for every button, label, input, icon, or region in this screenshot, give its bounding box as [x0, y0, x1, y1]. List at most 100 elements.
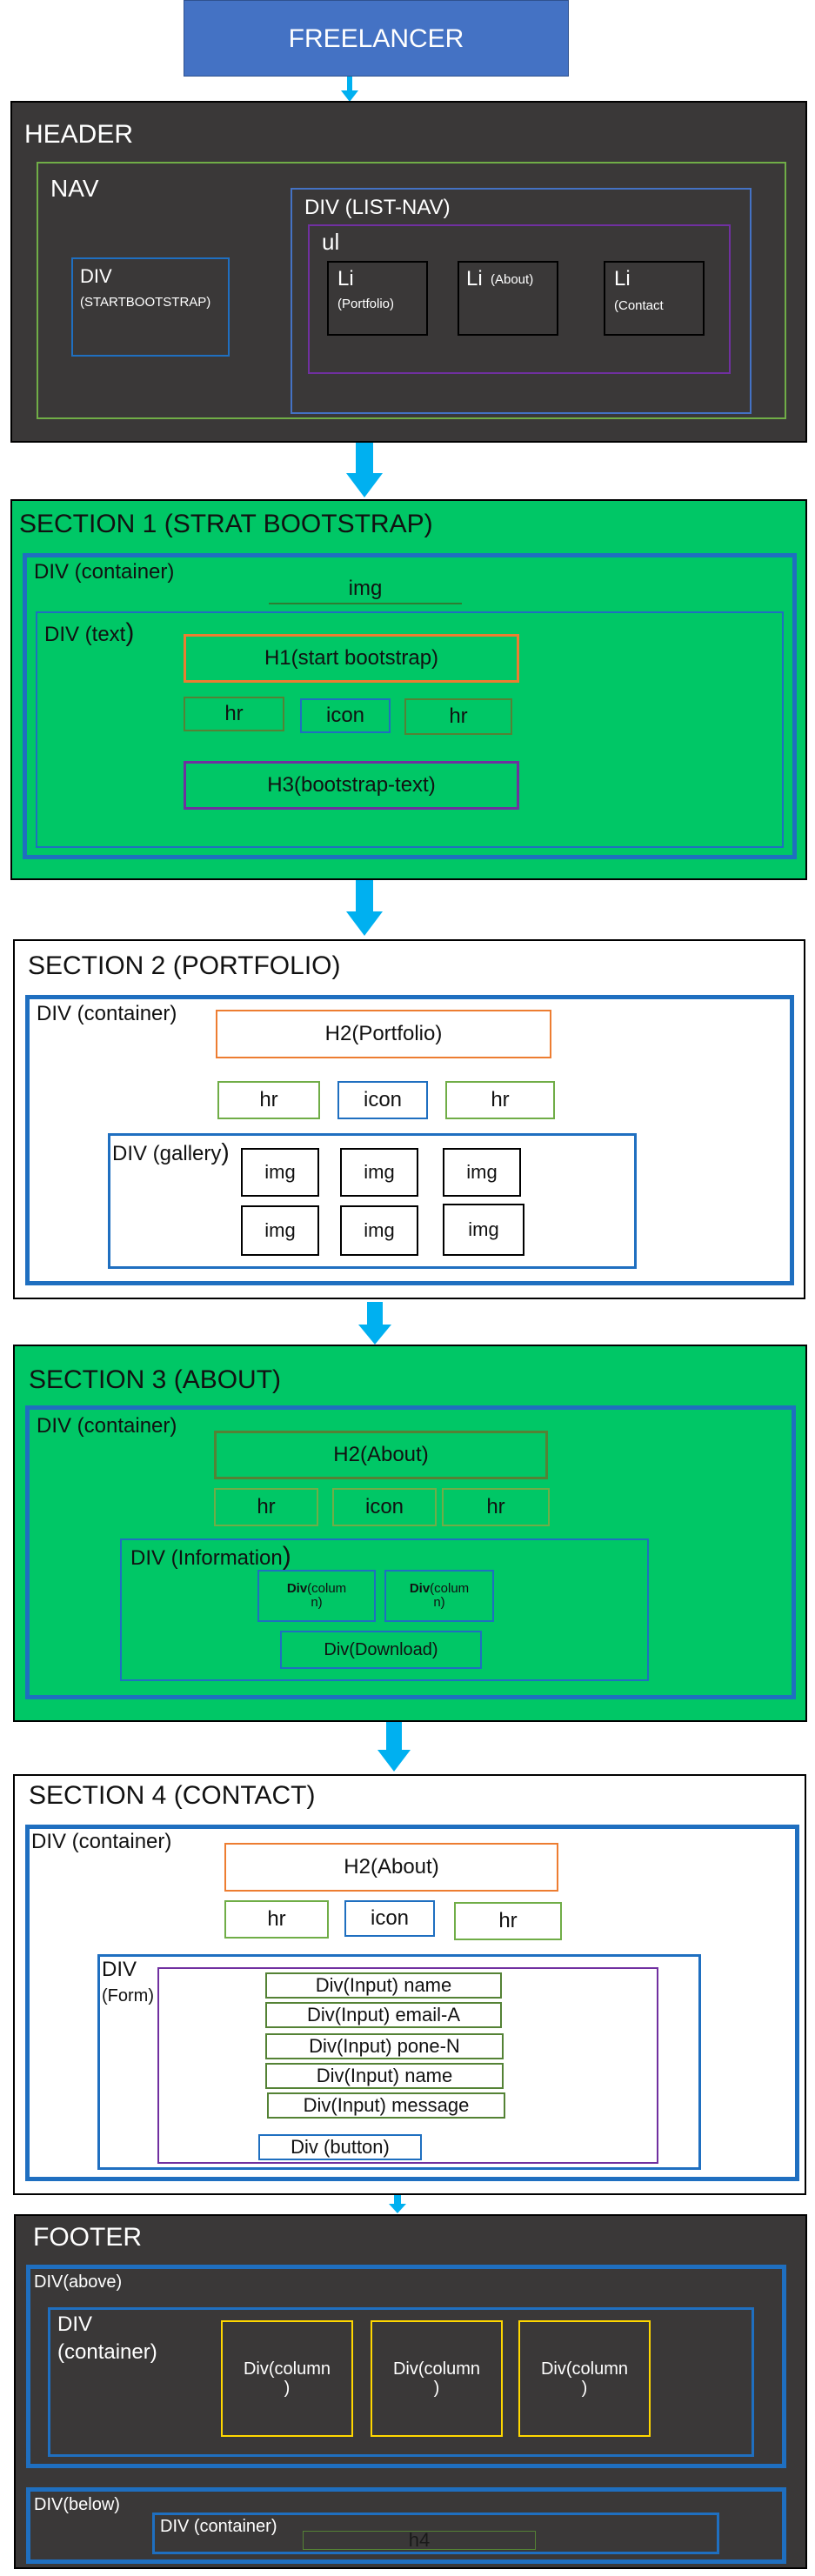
container-label-sub: (container) [57, 2340, 157, 2364]
arrow-icon [377, 1722, 411, 1772]
gallery-img: img [241, 1205, 319, 1256]
input-label: Div(Input) name [316, 2064, 453, 2086]
section1-text-div: DIV (text) H1(start bootstrap) hr icon h… [36, 611, 784, 848]
container-label: DIV (container) [37, 1414, 177, 1438]
ul-label: ul [322, 229, 340, 255]
icon-box: icon [337, 1081, 428, 1119]
hr-box: hr [445, 1081, 555, 1119]
column-rest: (colum [307, 1580, 347, 1596]
h2-label: H2(About) [344, 1854, 439, 1879]
arrow-icon [358, 1302, 391, 1345]
hr-box: hr [224, 1900, 329, 1939]
column-bold: Div [286, 1580, 308, 1596]
column-label-paren: ) [433, 2379, 440, 2398]
h2-box: H2(About) [224, 1843, 558, 1892]
text-div-paren: ) [125, 618, 135, 647]
button-label: Div (button) [291, 2135, 390, 2158]
img-label: img [466, 1160, 498, 1183]
column-label: Div(column [243, 2359, 331, 2379]
hr-label: hr [224, 701, 244, 725]
hr-label: hr [259, 1087, 278, 1111]
gallery-img: img [443, 1204, 524, 1256]
li-about: Li (About) [458, 261, 558, 336]
section3-container: DIV (container) H2(About) hr icon hr DIV… [25, 1405, 796, 1699]
text-div-label: DIV (text) [44, 618, 134, 647]
input-label: Div(Input) email-A [306, 2003, 461, 2025]
below-label: DIV(below) [34, 2495, 120, 2514]
gallery-paren: ) [221, 1138, 230, 1165]
button-div: Div (button) [258, 2134, 422, 2160]
hr-box: hr [217, 1081, 320, 1119]
footer-column: Div(column) [221, 2320, 353, 2437]
container-label: DIV (container) [160, 2517, 277, 2536]
img-label: img [364, 1160, 395, 1183]
column-bold: Div [409, 1580, 431, 1596]
li-contact: Li (Contact [604, 261, 705, 336]
hr-label: hr [257, 1494, 276, 1518]
section1-container: DIV (container) img DIV (text) H1(start … [23, 553, 797, 859]
li-label: Li [466, 267, 483, 290]
hr-label: hr [449, 704, 468, 728]
icon-box: icon [332, 1488, 437, 1526]
container-label: DIV (container) [37, 1002, 177, 1025]
img-label: img [364, 1218, 395, 1241]
img-label: img [264, 1218, 296, 1241]
hr-box: hr [184, 697, 284, 731]
column-label-paren: ) [284, 2379, 291, 2398]
information-label: DIV (Information) [130, 1542, 291, 1571]
header-label: HEADER [24, 120, 134, 149]
form-inner: Div(Input) name Div(Input) email-A Div(I… [157, 1967, 658, 2164]
section4-label: SECTION 4 (CONTACT) [29, 1781, 316, 1810]
column-line1: Div(colum [409, 1580, 469, 1597]
footer-container: DIV (container) Div(column) Div(column) … [48, 2307, 754, 2457]
arrow-icon [341, 77, 358, 102]
section4-block: SECTION 4 (CONTACT) DIV (container) H2(A… [13, 1774, 806, 2195]
gallery-img: img [443, 1148, 521, 1197]
icon-label: icon [370, 1905, 410, 1930]
li-label: Li [337, 267, 354, 290]
footer-below: DIV(below) DIV (container) h4 [26, 2487, 786, 2564]
form-label: DIV [102, 1958, 137, 1981]
container-label: DIV [57, 2312, 93, 2336]
column-label: Div(column [392, 2359, 481, 2379]
section1-label: SECTION 1 (STRAT BOOTSTRAP) [19, 510, 433, 538]
brand-div: DIV (STARTBOOTSTRAP) [71, 257, 230, 357]
icon-label: icon [325, 703, 365, 727]
column-line2: n) [433, 1595, 445, 1610]
h2-label: H2(Portfolio) [324, 1021, 443, 1045]
arrow-icon [346, 880, 383, 936]
ul-box: ul Li (Portfolio) Li (About) Li (Contact [308, 224, 731, 374]
nav-box: NAV DIV (STARTBOOTSTRAP) DIV (LIST-NAV) … [37, 162, 786, 419]
h3-label: H3(bootstrap-text) [267, 772, 436, 797]
header-block: HEADER NAV DIV (STARTBOOTSTRAP) DIV (LIS… [10, 101, 807, 443]
download-div: Div(Download) [280, 1631, 482, 1669]
above-label: DIV(above) [34, 2272, 123, 2292]
information-div: DIV (Information) Div(colum n) Div(colum… [120, 1538, 649, 1681]
input-label: Div(Input) name [315, 1973, 452, 1996]
gallery-div: DIV (gallery) img img img img img img [108, 1133, 637, 1269]
arrow-icon [389, 2195, 406, 2213]
hr-label: hr [267, 1906, 286, 1931]
text-div-label-main: DIV (text [44, 623, 126, 646]
brand-div-sub: (STARTBOOTSTRAP) [80, 295, 211, 310]
li-sub: (Portfolio) [337, 297, 395, 311]
li-portfolio: Li (Portfolio) [327, 261, 428, 336]
gallery-img: img [340, 1148, 418, 1197]
icon-box: icon [300, 698, 391, 733]
h1-box: H1(start bootstrap) [184, 634, 519, 683]
li-sub: (Contact [614, 298, 664, 313]
input-name: Div(Input) name [265, 2063, 504, 2089]
column-label-paren: ) [581, 2379, 588, 2398]
footer-column: Div(column) [518, 2320, 651, 2437]
container-label: DIV (container) [31, 1830, 172, 1853]
gallery-label: DIV (gallery) [112, 1138, 230, 1166]
input-email: Div(Input) email-A [265, 2002, 502, 2028]
input-label: Div(Input) message [303, 2093, 470, 2116]
hr-label: hr [491, 1087, 510, 1111]
footer-above: DIV(above) DIV (container) Div(column) D… [26, 2265, 786, 2468]
section3-label: SECTION 3 (ABOUT) [29, 1365, 282, 1394]
h4-label: h4 [408, 2528, 431, 2551]
form-label-sub: (Form) [102, 1986, 154, 2005]
h4-box: h4 [303, 2528, 536, 2551]
download-label: Div(Download) [324, 1640, 438, 1659]
